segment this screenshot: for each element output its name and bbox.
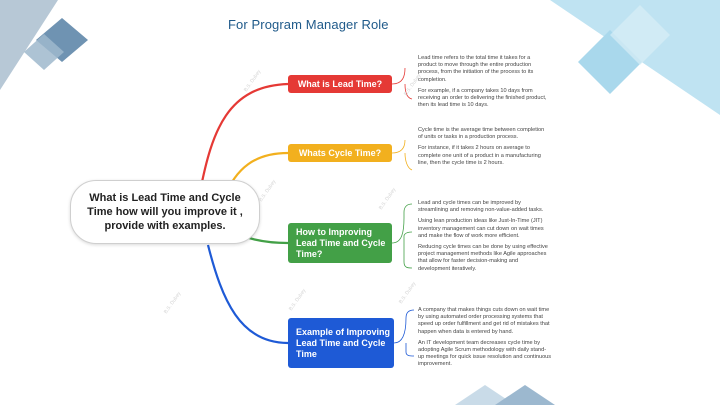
- detail-text: Lead and cycle times can be improved by …: [418, 200, 544, 214]
- topic-what-is-lead-time: What is Lead Time?: [288, 75, 392, 93]
- bracket-cycle-time: [391, 139, 413, 171]
- slide-title: For Program Manager Role: [228, 17, 389, 32]
- details-lead-time: Lead time refers to the total time it ta…: [418, 55, 550, 113]
- detail-text: Reducing cycle times can be done by usin…: [418, 244, 548, 272]
- detail-text: Cycle time is the average time between c…: [418, 127, 545, 141]
- detail-text: Using lean production ideas like Just-In…: [418, 218, 544, 239]
- detail-text: A company that makes things cuts down on…: [418, 307, 550, 335]
- connector-example: [206, 244, 289, 345]
- details-improving: Lead and cycle times can be improved by …: [418, 200, 550, 277]
- details-example: A company that makes things cuts down on…: [418, 307, 552, 373]
- connector-lead-time: [198, 82, 289, 193]
- bottom-decoration: [455, 385, 555, 405]
- detail-text: For example, if a company takes 10 days …: [418, 87, 547, 109]
- detail-text: Lead time refers to the total time it ta…: [418, 55, 534, 83]
- details-cycle-time: Cycle time is the average time between c…: [418, 127, 548, 171]
- topic-example-of-improving: Example of Improving Lead Time and Cycle…: [288, 318, 394, 368]
- central-topic: What is Lead Time and Cycle Time how wil…: [70, 180, 260, 244]
- topic-how-to-improve: How to Improving Lead Time and Cycle Tim…: [288, 223, 392, 263]
- bracket-lead-time: [391, 67, 413, 100]
- detail-text: For instance, if it takes 2 hours on ave…: [418, 145, 541, 166]
- top-right-decoration: [550, 0, 720, 115]
- topic-whats-cycle-time: Whats Cycle Time?: [288, 144, 392, 162]
- detail-text: An IT development team decreases cycle t…: [418, 339, 552, 368]
- bracket-improving: [391, 203, 413, 269]
- bracket-example: [393, 309, 415, 357]
- top-left-decoration: [0, 0, 88, 90]
